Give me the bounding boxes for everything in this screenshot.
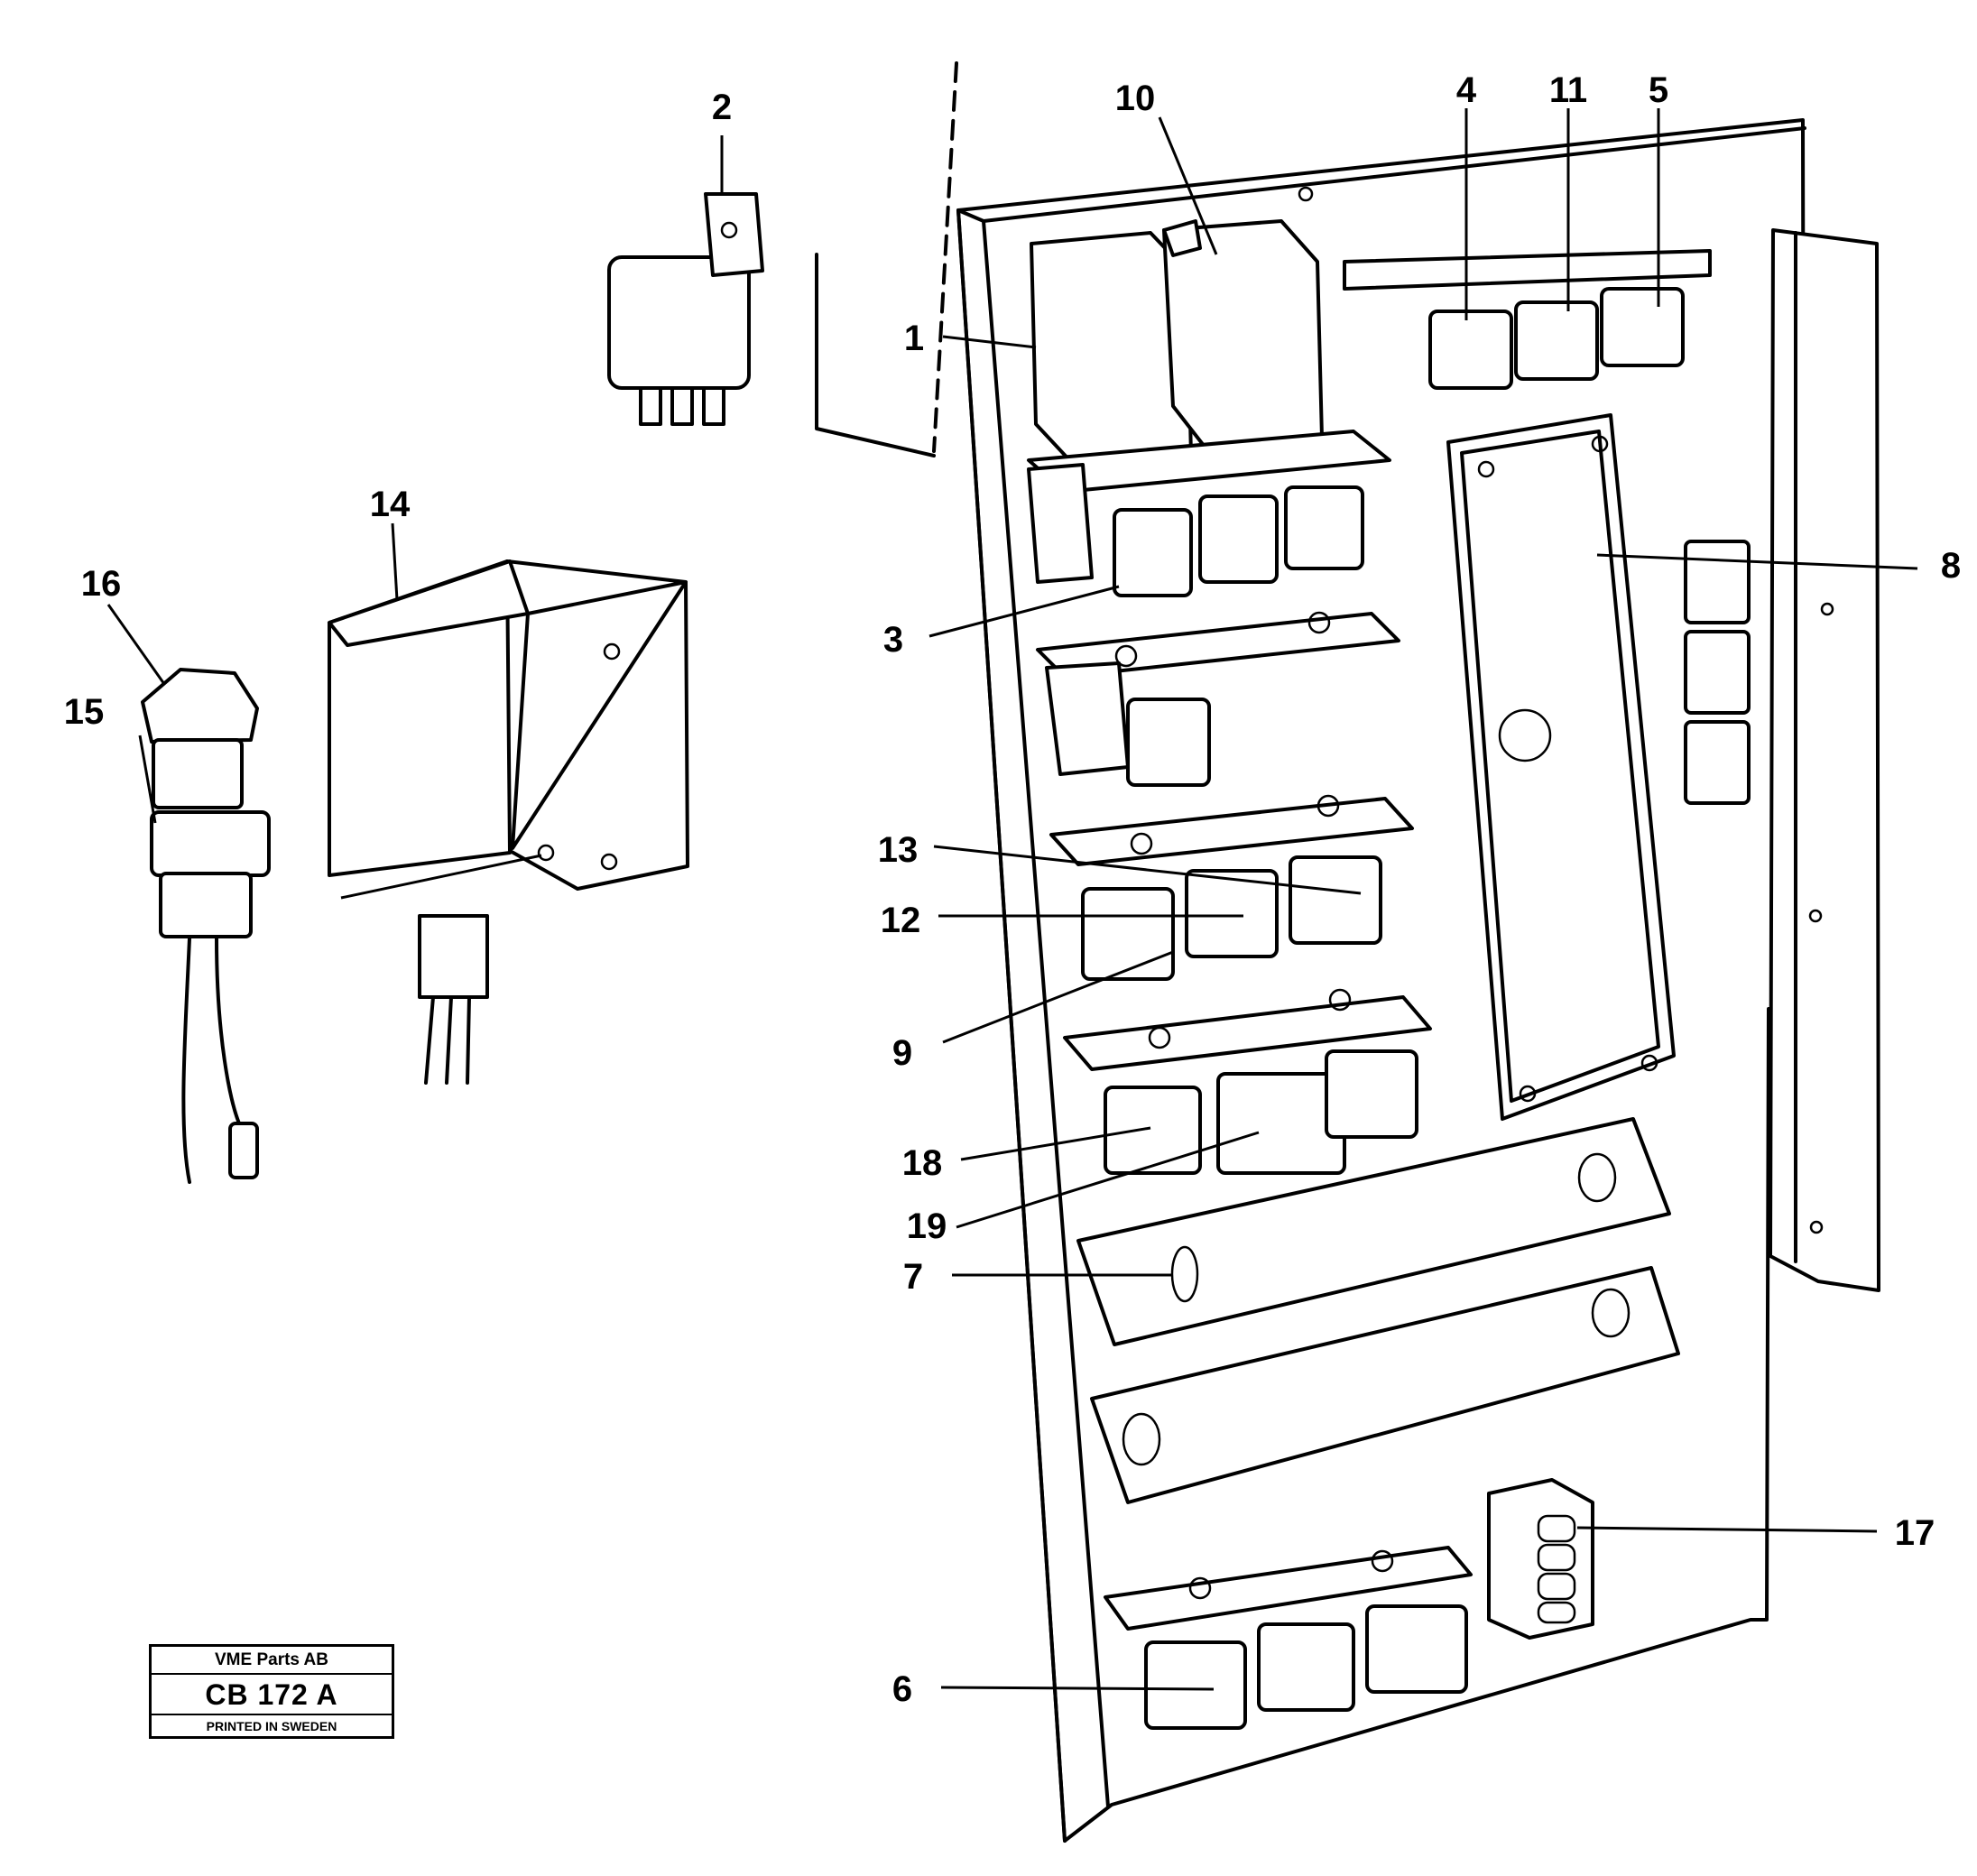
stamp-code: CB 172 A (152, 1675, 392, 1715)
callout-8: 8 (1941, 546, 1961, 586)
callout-numbers: 1 2 3 4 5 6 7 8 9 10 11 12 13 14 15 16 1… (64, 70, 1961, 1709)
module-with-bracket (328, 559, 689, 1085)
fuse-holder (1487, 1478, 1594, 1640)
relay-row-top-right (1343, 249, 1712, 390)
callout-6: 6 (892, 1669, 912, 1709)
stamp-company: VME Parts AB (152, 1647, 392, 1675)
relay-row-18-19 (1063, 988, 1432, 1175)
callout-1: 1 (904, 319, 924, 358)
callout-19: 19 (907, 1206, 947, 1246)
terminal-strip-lower (1090, 1266, 1680, 1504)
parts-stamp: VME Parts AB CB 172 A PRINTED IN SWEDEN (149, 1644, 394, 1739)
callout-11: 11 (1549, 70, 1587, 110)
leader-lines (106, 108, 1918, 1691)
stamp-printed: PRINTED IN SWEDEN (206, 1719, 337, 1733)
callout-10: 10 (1115, 79, 1156, 118)
callout-16: 16 (81, 564, 122, 604)
relay-row-3 (1027, 463, 1364, 597)
switch-assembly (141, 668, 271, 1184)
callout-17: 17 (1895, 1513, 1935, 1553)
relay-row-upper-bracket (1036, 611, 1400, 787)
callout-12: 12 (881, 901, 921, 940)
callout-13: 13 (878, 830, 919, 870)
separate-relay (607, 61, 958, 457)
relay-row-bottom (1104, 1546, 1473, 1730)
callout-18: 18 (902, 1143, 943, 1183)
callout-4: 4 (1456, 70, 1477, 110)
callout-14: 14 (370, 485, 411, 524)
callout-9: 9 (892, 1033, 912, 1073)
callout-2: 2 (712, 88, 732, 127)
callout-15: 15 (64, 692, 105, 732)
control-unit (1446, 413, 1751, 1121)
callout-7: 7 (903, 1257, 923, 1297)
relay-row-12-13 (1049, 794, 1414, 981)
callout-5: 5 (1649, 70, 1668, 110)
callout-3: 3 (883, 620, 903, 660)
